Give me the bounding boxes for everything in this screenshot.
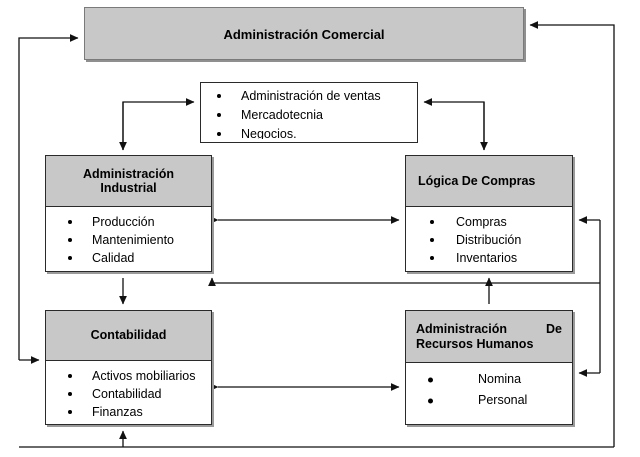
list-item: Calidad bbox=[46, 249, 211, 267]
list-item: Administración de ventas bbox=[201, 87, 417, 106]
bullet-icon bbox=[217, 113, 221, 118]
list-item-label: Compras bbox=[456, 215, 507, 229]
list-item: Activos mobiliarios bbox=[46, 367, 211, 385]
list-item: Negocios. bbox=[201, 125, 417, 140]
edge-rail-into-industrial-bottom bbox=[208, 277, 600, 286]
list-item-label: Negocios. bbox=[241, 126, 297, 140]
node-item-list: Activos mobiliarios Contabilidad Finanza… bbox=[46, 367, 211, 421]
list-item-label: Contabilidad bbox=[92, 387, 162, 402]
node-header: Lógica De Compras bbox=[406, 156, 572, 207]
bullet-icon bbox=[430, 220, 434, 225]
list-item-label: Producción bbox=[92, 215, 155, 229]
list-item: Contabilidad bbox=[46, 385, 211, 403]
node-item-list: Compras Distribución Inventarios bbox=[406, 213, 572, 267]
list-item: Compras bbox=[406, 213, 572, 231]
node-item-list: Administración de ventas Mercadotecnia N… bbox=[201, 87, 417, 139]
node-administracion-recursos-humanos[interactable]: Administración De Recursos Humanos Nomin… bbox=[405, 310, 573, 425]
node-header-line1: Contabilidad bbox=[90, 328, 167, 343]
node-header-line1: Administración bbox=[83, 166, 174, 181]
node-logica-de-compras[interactable]: Lógica De Compras Compras Distribución I… bbox=[405, 155, 573, 272]
bullet-icon bbox=[217, 131, 221, 136]
node-body: Activos mobiliarios Contabilidad Finanza… bbox=[46, 361, 211, 421]
list-item-label: Administración de ventas bbox=[241, 89, 381, 103]
list-item: Personal bbox=[406, 390, 572, 411]
node-header: Administración Industrial bbox=[46, 156, 211, 207]
bullet-icon bbox=[428, 377, 433, 383]
node-header-line1: Lógica De Compras bbox=[418, 173, 536, 188]
bullet-icon bbox=[68, 220, 72, 225]
list-item: Mercadotecnia bbox=[201, 106, 417, 125]
bullet-icon bbox=[217, 94, 221, 99]
node-administracion-comercial[interactable]: Administración Comercial bbox=[84, 7, 524, 60]
node-header-line2: Recursos Humanos bbox=[416, 336, 534, 351]
node-header-line2: Industrial bbox=[100, 181, 157, 195]
list-item-label: Mercadotecnia bbox=[241, 107, 323, 122]
edge-industrial-to-ventas bbox=[122, 98, 195, 150]
node-contabilidad[interactable]: Contabilidad Activos mobiliarios Contabi… bbox=[45, 310, 212, 425]
node-item-list: Nomina Personal bbox=[406, 369, 572, 412]
list-item: Producción bbox=[46, 213, 211, 231]
node-body: Producción Mantenimiento Calidad bbox=[46, 207, 211, 267]
node-header: Administración De Recursos Humanos bbox=[406, 311, 572, 363]
node-header-line1-right: De bbox=[546, 322, 562, 337]
node-item-list: Producción Mantenimiento Calidad bbox=[46, 213, 211, 267]
list-item-label: Activos mobiliarios bbox=[92, 369, 196, 383]
list-item-label: Distribución bbox=[456, 233, 522, 248]
node-header-line1-left: Administración bbox=[416, 322, 507, 337]
edge-compras-to-ventas bbox=[423, 98, 485, 150]
list-item-label: Personal bbox=[478, 393, 528, 408]
bullet-icon bbox=[428, 398, 433, 404]
bullet-icon bbox=[68, 374, 72, 379]
node-body: Compras Distribución Inventarios bbox=[406, 207, 572, 267]
list-item: Distribución bbox=[406, 231, 572, 249]
node-title: Administración Comercial bbox=[223, 27, 385, 42]
list-item-label: Inventarios bbox=[456, 251, 518, 266]
list-item-label: Mantenimiento bbox=[92, 233, 174, 248]
node-body: Administración de ventas Mercadotecnia N… bbox=[201, 83, 417, 139]
list-item: Inventarios bbox=[406, 249, 572, 267]
node-body: Nomina Personal bbox=[406, 363, 572, 412]
node-header: Contabilidad bbox=[46, 311, 211, 361]
bullet-icon bbox=[430, 256, 434, 261]
bullet-icon bbox=[68, 238, 72, 243]
list-item: Mantenimiento bbox=[46, 231, 211, 249]
node-ventas-list[interactable]: Administración de ventas Mercadotecnia N… bbox=[200, 82, 418, 143]
list-item: Finanzas bbox=[46, 403, 211, 421]
bullet-icon bbox=[430, 238, 434, 243]
list-item-label: Finanzas bbox=[92, 405, 143, 420]
list-item-label: Calidad bbox=[92, 251, 135, 266]
list-item-label: Nomina bbox=[478, 372, 522, 386]
list-item: Nomina bbox=[406, 369, 572, 390]
bullet-icon bbox=[68, 256, 72, 261]
bullet-icon bbox=[68, 410, 72, 415]
node-administracion-industrial[interactable]: Administración Industrial Producción Man… bbox=[45, 155, 212, 272]
bullet-icon bbox=[68, 392, 72, 397]
